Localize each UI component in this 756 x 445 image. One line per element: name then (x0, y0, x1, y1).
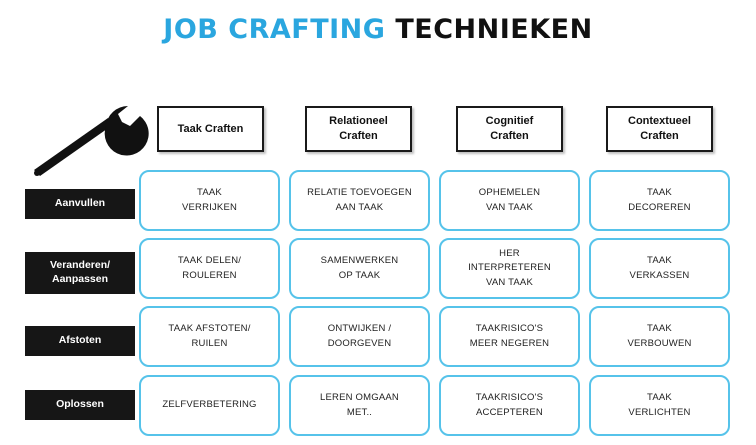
cell-taakrisicos-negeren: TAAKRISICO'S MEER NEGEREN (439, 306, 580, 367)
cell-zelfverbetering: ZELFVERBETERING (139, 375, 280, 436)
column-header-cognitief: Cognitief Craften (456, 106, 563, 152)
cell-taak-verlichten: TAAK VERLICHTEN (589, 375, 730, 436)
cell-taakrisicos-accepteren: TAAKRISICO'S ACCEPTEREN (439, 375, 580, 436)
row-label-oplossen: Oplossen (25, 390, 135, 420)
cell-taak-delen: TAAK DELEN/ ROULEREN (139, 238, 280, 299)
row-label-afstoten: Afstoten (25, 326, 135, 356)
cell-herinterpreteren: HER INTERPRETEREN VAN TAAK (439, 238, 580, 299)
title-highlight: JOB CRAFTING (163, 14, 386, 45)
cell-ontwijken: ONTWIJKEN / DOORGEVEN (289, 306, 430, 367)
column-header-taak: Taak Craften (157, 106, 264, 152)
cell-ophemelen: OPHEMELEN VAN TAAK (439, 170, 580, 231)
cell-taak-verrijken: TAAK VERRIJKEN (139, 170, 280, 231)
page-title: JOB CRAFTING TECHNIEKEN (0, 14, 756, 45)
cell-taak-afstoten: TAAK AFSTOTEN/ RUILEN (139, 306, 280, 367)
wrench-icon (34, 105, 149, 176)
column-header-relationeel: Relationeel Craften (305, 106, 412, 152)
cell-taak-decoreren: TAAK DECOREREN (589, 170, 730, 231)
title-rest: TECHNIEKEN (385, 14, 593, 45)
cell-taak-verbouwen: TAAK VERBOUWEN (589, 306, 730, 367)
cell-relatie-toevoegen: RELATIE TOEVOEGEN AAN TAAK (289, 170, 430, 231)
cell-samenwerken: SAMENWERKEN OP TAAK (289, 238, 430, 299)
cell-taak-verkassen: TAAK VERKASSEN (589, 238, 730, 299)
column-header-contextueel: Contextueel Craften (606, 106, 713, 152)
row-label-aanvullen: Aanvullen (25, 189, 135, 219)
row-label-veranderen: Veranderen/ Aanpassen (25, 252, 135, 294)
cell-leren-omgaan: LEREN OMGAAN MET.. (289, 375, 430, 436)
